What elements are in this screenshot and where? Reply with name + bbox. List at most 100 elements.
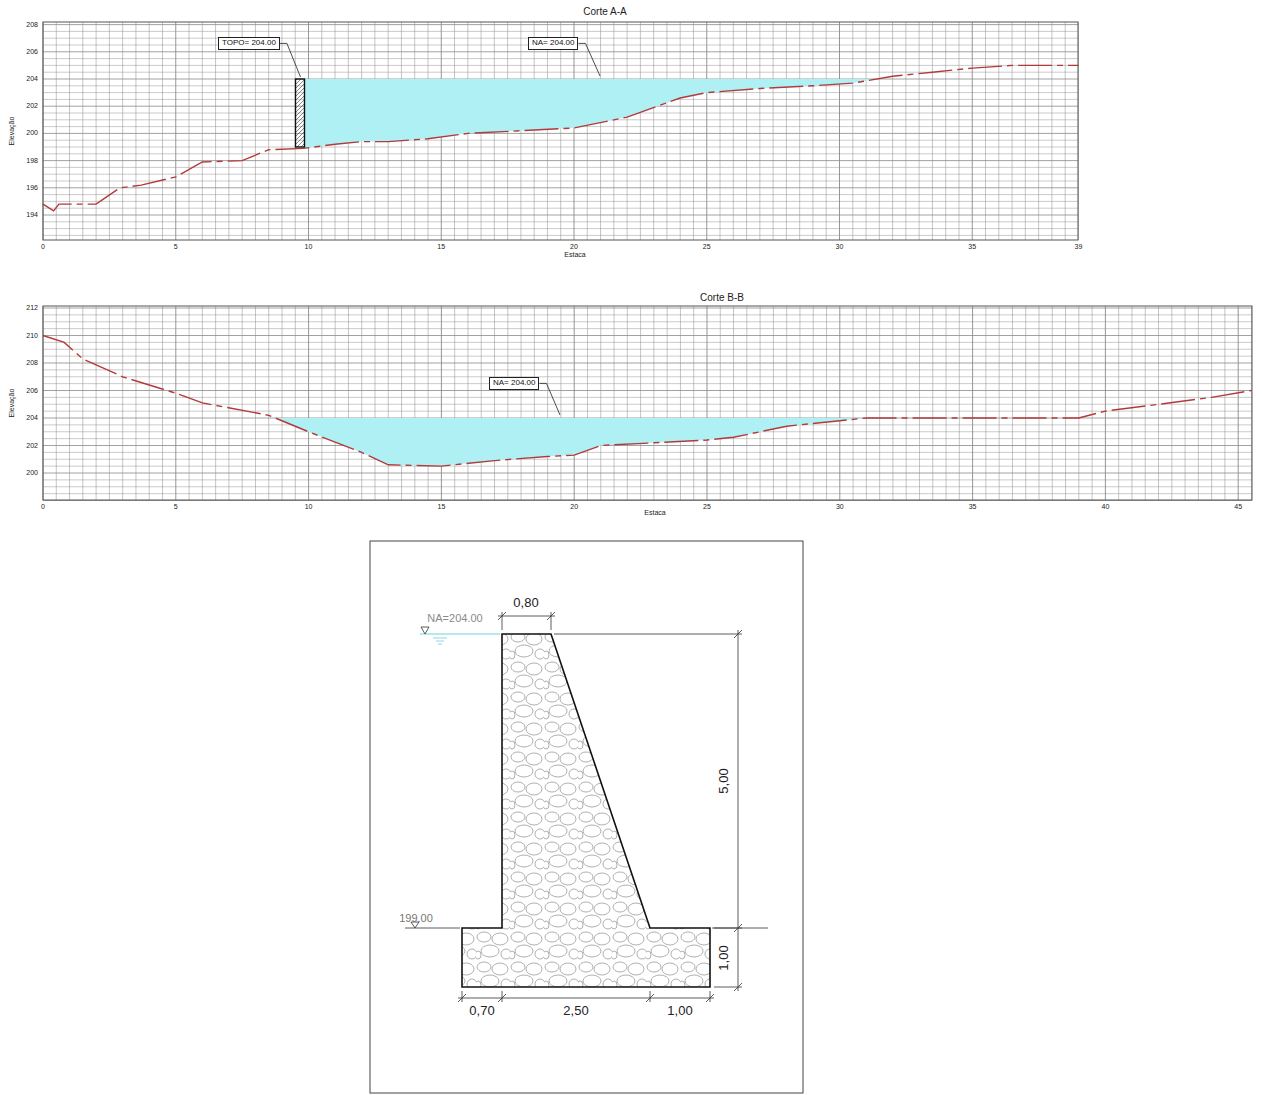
grid-line <box>1051 22 1052 240</box>
water-level: NA=204.00 <box>427 612 482 624</box>
tick-label: 20 <box>570 243 578 251</box>
grid-line <box>43 31 1078 32</box>
dam-wall <box>296 79 305 147</box>
callout-text: NA= 204.00 <box>532 39 574 48</box>
grid-line <box>693 22 694 240</box>
sheet-frame <box>370 541 803 1093</box>
tick-label: 15 <box>437 243 445 251</box>
dimension: 0,70 <box>469 1004 494 1018</box>
grid-line <box>122 22 123 240</box>
grid-line <box>879 22 880 240</box>
grid-line <box>560 22 561 240</box>
tick-label: 10 <box>305 243 313 251</box>
tick-label: 200 <box>26 469 38 477</box>
grid-line <box>82 22 83 240</box>
axis-title: Elevação <box>8 389 16 418</box>
tick-label: 204 <box>26 75 38 83</box>
grid-line <box>972 22 973 240</box>
grid-line <box>892 22 893 240</box>
grid-line <box>43 147 1078 148</box>
grid-line <box>43 187 1078 188</box>
ground-level: 199.00 <box>399 912 433 924</box>
tick-label: 10 <box>305 503 313 511</box>
grid-line <box>826 22 827 240</box>
grid-line <box>43 445 1252 446</box>
grid-line <box>69 22 70 240</box>
dimension: 1,00 <box>717 945 731 970</box>
grid-line <box>43 201 1078 202</box>
grid-line <box>228 22 229 240</box>
tick-label: 40 <box>1101 503 1109 511</box>
dimension-lines <box>458 612 742 1002</box>
grid-line <box>905 22 906 240</box>
chart-frame <box>43 306 1252 500</box>
grid-line <box>149 22 150 240</box>
axis-title: Elevação <box>8 117 16 146</box>
grid-line <box>43 215 1078 216</box>
grid-line <box>680 22 681 240</box>
masonry-texture <box>462 634 710 987</box>
tick-label: 208 <box>26 359 38 367</box>
grid-line <box>43 363 1252 364</box>
grid-line <box>919 22 920 240</box>
grid-line <box>786 22 787 240</box>
grid-line <box>932 22 933 240</box>
tick-label: 35 <box>968 243 976 251</box>
grid-line <box>43 65 1078 66</box>
callout-box: NA= 204.00 <box>489 377 539 390</box>
leader-lines <box>280 43 600 415</box>
grid-line <box>1012 22 1013 240</box>
grid-line <box>627 22 628 240</box>
grid <box>43 22 1078 240</box>
tick-label: 30 <box>836 243 844 251</box>
grid-line <box>268 22 269 240</box>
grid-line <box>96 22 97 240</box>
grid-line <box>653 22 654 240</box>
tick-label: 208 <box>26 21 38 29</box>
grid-line <box>43 167 1078 168</box>
terrain-profile <box>43 336 1252 467</box>
tick-label: 206 <box>26 387 38 395</box>
grid-line <box>43 160 1078 161</box>
grid-line <box>866 22 867 240</box>
grid-line <box>43 140 1078 141</box>
tick-label: 15 <box>437 503 445 511</box>
grid-line <box>640 22 641 240</box>
grid-line <box>43 194 1078 195</box>
dam-section <box>370 541 803 1093</box>
grid-line <box>43 51 1078 52</box>
callout-text: TOPO= 204.00 <box>222 39 276 48</box>
grid-line <box>574 22 575 240</box>
grid-line <box>613 22 614 240</box>
ground-line <box>405 928 460 929</box>
grid <box>43 306 1252 501</box>
dimension: 5,00 <box>717 768 731 793</box>
grid-line <box>746 22 747 240</box>
grid-line <box>202 22 203 240</box>
grid-line <box>998 22 999 240</box>
grid-line <box>135 22 136 240</box>
grid-line <box>43 221 1078 222</box>
grid-line <box>43 397 1252 398</box>
grid-line <box>773 22 774 240</box>
tick-label: 194 <box>26 211 38 219</box>
water-line <box>420 633 500 634</box>
tick-label: 35 <box>969 503 977 511</box>
grid-line <box>43 369 1252 370</box>
grid-line <box>43 58 1078 59</box>
tick-label: 198 <box>26 157 38 165</box>
tick-label: 206 <box>26 48 38 56</box>
dimension: 0,80 <box>513 596 538 610</box>
tick-label: 0 <box>41 503 45 511</box>
grid-line <box>43 493 1252 494</box>
grid-line <box>43 342 1252 343</box>
tick-label: 5 <box>174 243 178 251</box>
grid-line <box>812 22 813 240</box>
grid-line <box>242 22 243 240</box>
grid-line <box>1065 22 1066 240</box>
water-symbol <box>421 627 429 634</box>
grid-line <box>733 22 734 240</box>
grid-line <box>547 22 548 240</box>
grid-line <box>43 174 1078 175</box>
